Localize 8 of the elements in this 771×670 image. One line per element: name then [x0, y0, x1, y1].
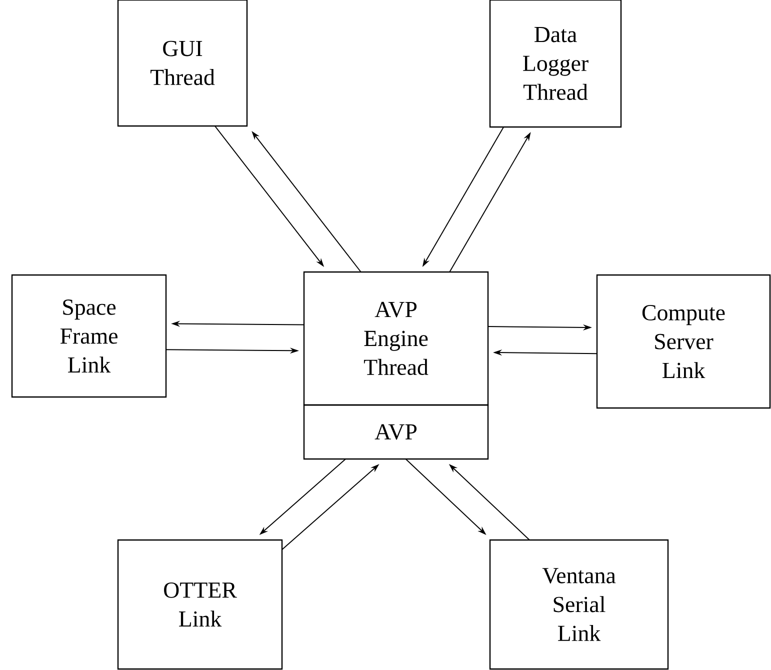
- process-box: Ventana Serial Link: [489, 539, 669, 670]
- process-box: OTTER Link: [117, 539, 283, 670]
- process-box: GUI Thread: [117, 0, 248, 127]
- process-box: AVP: [303, 404, 489, 460]
- process-box: Data Logger Thread: [489, 0, 622, 128]
- process-box: Compute Server Link: [596, 274, 771, 409]
- process-box: AVP Engine Thread: [303, 271, 489, 406]
- process-box: Space Frame Link: [11, 274, 167, 398]
